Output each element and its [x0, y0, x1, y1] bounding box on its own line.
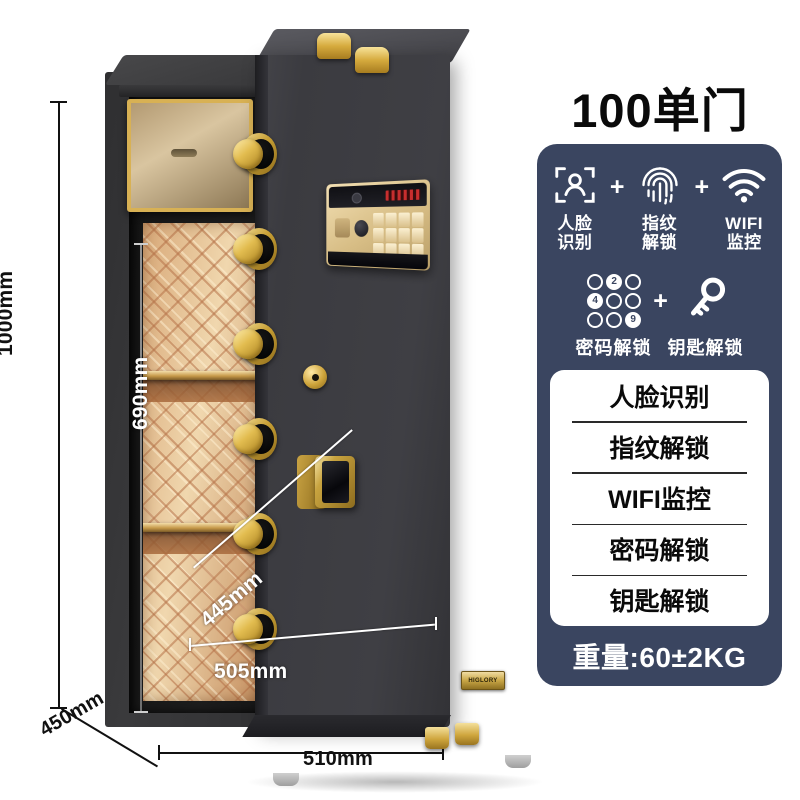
dimension-tick-left: [158, 745, 160, 760]
door-bolt-icon: [233, 228, 277, 270]
door-handle: [297, 455, 355, 509]
safe-product-image: HIGLORY: [105, 29, 545, 793]
feature-fingerprint-label: 指纹 解锁: [642, 214, 677, 253]
dimension-tick-right: [442, 745, 444, 760]
brand-plate: HIGLORY: [461, 671, 505, 690]
plus-separator-icon: +: [653, 287, 668, 315]
feature-face-label: 人脸 识别: [557, 214, 593, 253]
dimension-tick-body-right: [435, 617, 437, 630]
feature-list-item: 密码解锁: [550, 523, 769, 575]
keypad-dot: [606, 292, 623, 309]
door-bolt-icon: [233, 133, 277, 175]
safe-door: [255, 55, 450, 727]
wifi-icon: [713, 160, 775, 210]
interior-shelf: [143, 523, 262, 532]
interior-lining-pattern: [143, 223, 261, 701]
led-display: [385, 189, 421, 201]
feature-wifi-label: WIFI 监控: [725, 214, 764, 253]
keyhole-icon: [303, 365, 327, 389]
keypad-dot: [625, 292, 642, 309]
feature-secondary-labels: 密码解锁 钥匙解锁: [537, 334, 782, 360]
dimension-label-width: 510mm: [303, 748, 373, 770]
bottom-bolt-icon: [455, 723, 479, 745]
key-icon: [680, 272, 732, 329]
bottom-bolt-icon: [425, 727, 449, 749]
dimension-tick-bottom: [50, 707, 67, 709]
keypad-dot: 4: [587, 292, 604, 309]
interior-shelf-shadow: [143, 380, 262, 402]
keypad-dot: [587, 273, 604, 290]
interior-shelf: [143, 371, 262, 380]
dimension-label-height: 1000mm: [0, 270, 17, 356]
feature-face-recognition: 人脸 识别: [544, 160, 606, 252]
feature-wifi: WIFI 监控: [713, 160, 775, 252]
plus-separator-icon: +: [609, 173, 625, 201]
feature-icons-card: 人脸 识别 +: [537, 144, 782, 686]
keypad-dot: [606, 311, 623, 328]
fingerprint-icon: [629, 160, 691, 210]
dimension-line-width: [158, 752, 443, 754]
feature-list-item: 指纹解锁: [550, 421, 769, 472]
door-bolt-icon: [233, 323, 277, 365]
interior-shelf-lip: [119, 85, 259, 97]
keypad-unlock-label: 密码解锁: [575, 338, 652, 358]
display-strip: [328, 182, 427, 208]
feature-icon-row-primary: 人脸 识别 +: [537, 160, 782, 252]
camera-icon: [351, 192, 362, 204]
feature-icon-row-secondary: 2 4 9 +: [537, 272, 782, 329]
info-column: 100单门 人脸: [520, 0, 800, 800]
feature-list-item: 钥匙解锁: [550, 574, 769, 626]
interior-height-guide-tick: [134, 711, 148, 713]
keypad-dot: [625, 273, 642, 290]
dimension-tick-top: [50, 101, 67, 103]
keypad-icon: 2 4 9: [587, 273, 642, 328]
weight-label: 重量:60±2KG: [572, 642, 747, 673]
interior-height-guide-tick: [134, 243, 148, 245]
key-unlock-label: 钥匙解锁: [667, 338, 744, 358]
safe-foot: [273, 773, 299, 786]
top-bolt-icon: [317, 33, 351, 59]
dimension-line-height: [58, 101, 60, 708]
dimension-label-interior-height: 690mm: [129, 356, 152, 430]
product-photo-area: 1000mm 450mm 510mm: [0, 29, 545, 793]
feature-fingerprint: 指纹 解锁: [629, 160, 691, 252]
plus-separator-icon: +: [694, 173, 710, 201]
face-recognition-icon: [544, 160, 606, 210]
dimension-label-depth: 450mm: [36, 687, 108, 742]
keypad-keys: [373, 212, 424, 259]
keypad-dot: [587, 311, 604, 328]
keypad-dot: 2: [606, 273, 623, 290]
top-bolt-icon: [355, 47, 389, 73]
door-bolt-icon: [233, 418, 277, 460]
floor-shadow: [245, 771, 545, 793]
dimension-tick-body-left: [189, 638, 191, 651]
door-bolt-icon: [233, 608, 277, 650]
keypad-dot: 9: [625, 311, 642, 328]
door-bolt-icon: [233, 513, 277, 555]
interior-shelf-shadow: [143, 532, 262, 554]
sensor-icon: [354, 220, 369, 237]
brand-plate-text: HIGLORY: [468, 677, 498, 684]
dimension-label-body-width: 505mm: [214, 660, 288, 683]
feature-list-item: WIFI监控: [550, 472, 769, 523]
fingerprint-reader-icon: [334, 218, 350, 238]
electronic-keypad-panel: [326, 179, 430, 271]
product-title: 100单门: [571, 84, 749, 137]
door-bottom-face: [242, 715, 451, 737]
feature-list-item: 人脸识别: [609, 383, 710, 412]
feature-list-card: 人脸识别 指纹解锁 WIFI监控 密码解锁 钥匙解锁: [550, 370, 769, 626]
interior-height-guide: [140, 243, 142, 713]
door-inner-edge: [255, 55, 268, 727]
safe-foot: [505, 755, 531, 768]
